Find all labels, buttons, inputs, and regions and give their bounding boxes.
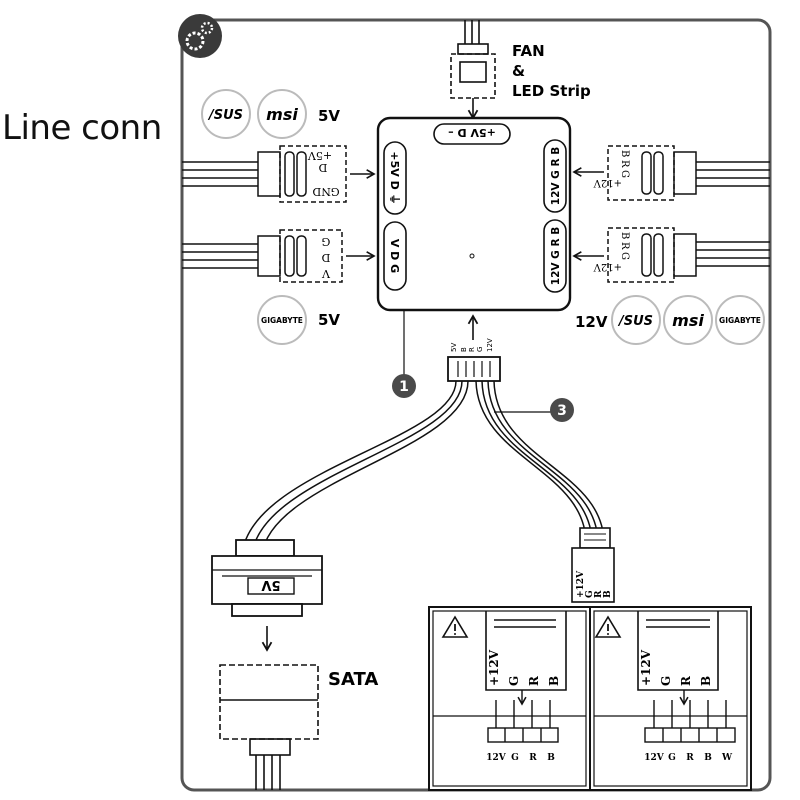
left-top-connector: [182, 145, 376, 203]
sata-5v-label-box: [247, 577, 295, 595]
callout-3-number: 3: [557, 403, 567, 419]
asus-logo: /SUS: [201, 89, 251, 139]
y-cable-wires: [241, 380, 605, 556]
right-bottom-pin-r: R: [619, 242, 630, 250]
asus-logo-right-text: /SUS: [617, 314, 653, 329]
panel-1-pin-12v: 12V: [486, 753, 507, 763]
left-top-pin-2: D: [318, 161, 327, 174]
gigabyte-logo-left: GIGABYTE: [257, 295, 307, 345]
hub-input-pin-b: B: [460, 347, 468, 352]
hub-port-right-bottom-label: 12V G R B: [550, 227, 562, 285]
fan-connector: [450, 20, 496, 120]
hub-input-pin-12v: 12V: [486, 338, 494, 352]
msi-logo-right: msi: [663, 295, 713, 345]
voltage-12v: 12V: [575, 313, 608, 331]
gigabyte-logo-left-text: GIGABYTE: [261, 316, 303, 325]
sata-5v-label: 5V: [261, 577, 280, 592]
controller-hub: [376, 116, 572, 312]
hub-port-right-bottom: 12V G R B: [543, 219, 567, 293]
psu-sata-plug: [219, 664, 319, 790]
fan-label: FAN: [512, 42, 545, 60]
rgb-plug-pin-g: G: [585, 590, 595, 598]
callout-1-number: 1: [399, 379, 409, 395]
rgb-plug-pin-12v: +12V: [576, 570, 586, 598]
y-cable-connector-ribs: [457, 361, 491, 377]
hub-port-right-top: 12V G R B: [543, 139, 567, 213]
panel-2-pin-12v: 12V: [644, 753, 665, 763]
hub-port-right-top-label: 12V G R B: [550, 147, 562, 205]
left-bottom-pin-3: V: [321, 267, 331, 280]
left-top-pin-1: +5V: [307, 149, 332, 162]
hub-port-top: +5V D –: [433, 123, 511, 145]
panel-1-vpin-g: G: [507, 676, 521, 686]
hub-led-dot: [469, 253, 475, 259]
right-bottom-pin-12v: +12V: [593, 261, 622, 272]
gigabyte-logo-right-text: GIGABYTE: [719, 316, 761, 325]
gigabyte-logo-right: GIGABYTE: [715, 295, 765, 345]
left-top-pin-3: GND: [312, 185, 339, 198]
warning-panel-1: +12V G R B 12V G R B: [432, 610, 587, 787]
voltage-5v-bottom: 5V: [318, 311, 340, 329]
right-top-connector: [572, 145, 770, 201]
fan-ampersand: &: [512, 62, 525, 80]
right-bottom-connector: [572, 227, 770, 283]
right-top-pin-r: R: [619, 160, 630, 168]
panel-1-header: [487, 700, 559, 743]
panel-2-pin-r: R: [686, 753, 694, 763]
panel-2-pin-w: W: [721, 753, 733, 763]
panel-2-header: [644, 700, 736, 743]
panel-2-vpin-r: R: [679, 675, 693, 686]
rgb-12v-plug: [571, 527, 615, 603]
hub-input-pin-5v: 5V: [450, 343, 458, 352]
warning-panel-2: +12V G R B 12V G R B W: [593, 610, 748, 787]
right-top-pin-12v: +12V: [593, 177, 622, 188]
panel-1-vpin-b: B: [547, 676, 561, 686]
hub-port-left-bottom-label: V D G: [388, 239, 401, 273]
msi-logo-right-text: msi: [672, 311, 704, 330]
gears-icon: [178, 14, 222, 58]
panel-1-vpin-12v: +12V: [487, 649, 501, 686]
warning-triangle-icon: [441, 615, 469, 638]
panel-2-vpin-12v: +12V: [639, 649, 653, 686]
hub-input-pin-r: R: [468, 347, 476, 352]
right-bottom-pin-b: B: [619, 232, 630, 239]
panel-1-pin-g: G: [511, 753, 519, 763]
panel-2-vpin-b: B: [699, 676, 713, 686]
panel-1-vpin-r: R: [527, 675, 541, 686]
panel-2-vpin-g: G: [659, 676, 673, 686]
led-strip-label: LED Strip: [512, 82, 591, 100]
rgb-plug-pin-b: B: [603, 590, 613, 598]
panel-1-pin-b: B: [547, 753, 555, 763]
hub-port-left-top: +5V D ⏚: [383, 141, 407, 215]
callout-1: 1: [392, 374, 416, 398]
panel-2-pin-b: B: [704, 753, 712, 763]
panel-1-pin-r: R: [529, 753, 537, 763]
callout-3: 3: [550, 398, 574, 422]
asus-logo-right: /SUS: [611, 295, 661, 345]
right-top-pin-g: G: [619, 170, 630, 178]
hub-port-left-top-label: +5V D ⏚: [388, 151, 401, 204]
sata-label: SATA: [328, 669, 378, 690]
left-bottom-pin-2: D: [321, 251, 330, 264]
panel-2-pin-g: G: [668, 753, 676, 763]
hub-input-pin-g: G: [476, 347, 484, 352]
voltage-5v-top: 5V: [318, 107, 340, 125]
line-connection-caption: Line conn: [2, 108, 162, 148]
hub-port-left-bottom: V D G: [383, 221, 407, 291]
left-bottom-pin-1: G: [322, 235, 331, 248]
warning-triangle-icon: [594, 615, 622, 638]
hub-port-top-label: +5V D –: [448, 126, 496, 139]
right-top-pin-b: B: [619, 150, 630, 157]
asus-logo-text: /SUS: [207, 108, 243, 123]
left-bottom-connector: [182, 229, 376, 283]
right-bottom-pin-g: G: [619, 252, 630, 260]
rgb-plug-pin-r: R: [594, 590, 604, 598]
msi-logo: msi: [257, 89, 307, 139]
msi-logo-text: msi: [266, 105, 298, 124]
